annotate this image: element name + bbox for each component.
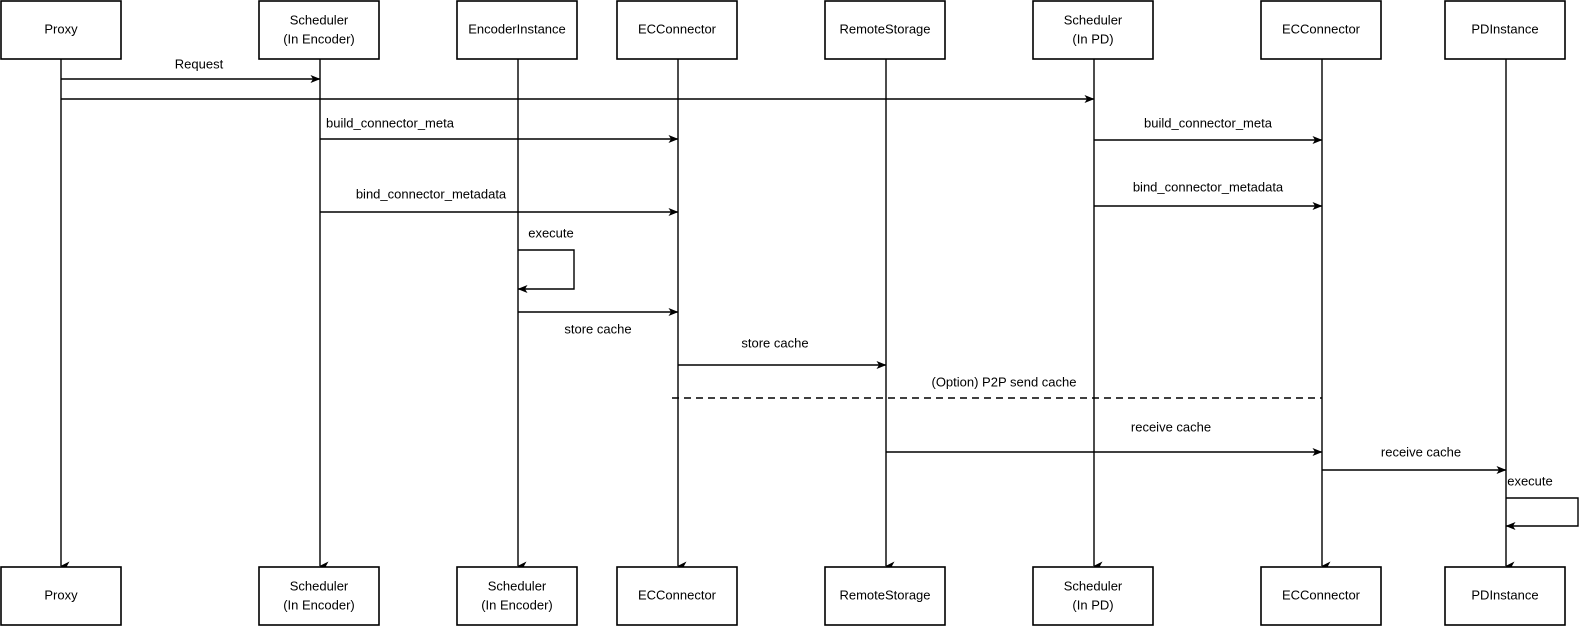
participant-box-top-pd-instance[interactable]: PDInstance [1444,0,1566,60]
participant-label-line1: PDInstance [1471,21,1538,36]
box-rect [456,566,578,626]
participant-box-bottom-proxy[interactable]: Proxy [0,566,122,626]
participant-box-bottom-remote-storage[interactable]: RemoteStorage [824,566,946,626]
participant-label-line2: (In PD) [1072,597,1113,612]
message-label: build_connector_meta [326,115,455,130]
participant-box-top-ec-connector-encoder[interactable]: ECConnector [616,0,738,60]
box-rect [616,0,738,60]
message-request[interactable]: Request [61,56,321,83]
participant-box-bottom-ec-connector-pd[interactable]: ECConnector [1260,566,1382,626]
box-rect [0,566,122,626]
message-store-cache-encoder-to-ec[interactable]: store cache [518,308,679,336]
self-calls-layer: execute execute [517,225,1579,530]
participant-box-bottom-scheduler-in-encoder[interactable]: Scheduler (In Encoder) [258,566,380,626]
self-call-label: execute [1507,473,1553,488]
box-rect [1260,0,1382,60]
message-label: bind_connector_metadata [1133,179,1284,194]
participant-box-bottom-pd-instance[interactable]: PDInstance [1444,566,1566,626]
message-label: Request [175,56,224,71]
participant-label-line1: RemoteStorage [839,21,930,36]
participant-label-line1: ECConnector [1282,587,1361,602]
self-call-label: execute [528,225,574,240]
box-rect [0,0,122,60]
message-build-connector-meta-pd[interactable]: build_connector_meta [1094,115,1323,144]
participant-label-line1: EncoderInstance [468,21,566,36]
participant-box-bottom-ec-connector-encoder[interactable]: ECConnector [616,566,738,626]
box-rect [616,566,738,626]
participant-label-line1: Scheduler [290,578,349,593]
box-rect [824,566,946,626]
message-store-cache-ec-to-remote[interactable]: store cache [678,335,887,369]
participant-label-line1: ECConnector [638,587,717,602]
participant-label-line1: Scheduler [290,12,349,27]
message-build-connector-meta-encoder[interactable]: build_connector_meta [320,115,679,143]
participant-label-line1: ECConnector [1282,21,1361,36]
message-label: store cache [564,321,631,336]
participant-label-line1: Scheduler [488,578,547,593]
participant-box-top-encoder-instance[interactable]: EncoderInstance [456,0,578,60]
box-rect [1032,566,1154,626]
participant-label-line1: Scheduler [1064,12,1123,27]
message-bind-connector-metadata-pd[interactable]: bind_connector_metadata [1094,179,1323,210]
messages-layer: Request build_connector_meta build_connect… [61,56,1507,474]
participant-box-bottom-scheduler-in-pd[interactable]: Scheduler (In PD) [1032,566,1154,626]
self-call-path [517,249,575,293]
box-rect [1444,0,1566,60]
box-rect [1260,566,1382,626]
message-p2p-send-cache[interactable]: (Option) P2P send cache [672,374,1322,399]
self-call-execute-encoder-instance[interactable]: execute [517,225,575,293]
self-call-execute-pd-instance[interactable]: execute [1505,473,1579,530]
participant-box-top-scheduler-in-encoder[interactable]: Scheduler (In Encoder) [258,0,380,60]
participant-label-line1: Proxy [44,587,78,602]
participant-label-line1: ECConnector [638,21,717,36]
message-receive-cache-ec-to-pd[interactable]: receive cache [1322,444,1507,474]
self-call-path [1505,497,1579,530]
message-receive-cache-remote-to-ec[interactable]: receive cache [886,419,1323,456]
message-label: receive cache [1381,444,1461,459]
box-rect [258,0,380,60]
top-participant-boxes: Proxy Scheduler (In Encoder) EncoderInstanc… [0,0,1566,60]
message-label: bind_connector_metadata [356,186,507,201]
box-rect [258,566,380,626]
participant-box-top-remote-storage[interactable]: RemoteStorage [824,0,946,60]
message-label: receive cache [1131,419,1211,434]
participant-label-line2: (In Encoder) [283,31,355,46]
lifelines-layer [60,59,1515,571]
participant-label-line1: RemoteStorage [839,587,930,602]
participant-label-line1: PDInstance [1471,587,1538,602]
participant-label-line1: Proxy [44,21,78,36]
participant-label-line1: Scheduler [1064,578,1123,593]
box-rect [1444,566,1566,626]
participant-label-line2: (In PD) [1072,31,1113,46]
participant-box-top-proxy[interactable]: Proxy [0,0,122,60]
participant-box-bottom-encoder-instance[interactable]: Scheduler (In Encoder) [456,566,578,626]
participant-label-line2: (In Encoder) [283,597,355,612]
box-rect [824,0,946,60]
participant-box-top-ec-connector-pd[interactable]: ECConnector [1260,0,1382,60]
participant-label-line2: (In Encoder) [481,597,553,612]
message-label: build_connector_meta [1144,115,1273,130]
box-rect [1032,0,1154,60]
message-label: store cache [741,335,808,350]
box-rect [456,0,578,60]
participant-box-top-scheduler-in-pd[interactable]: Scheduler (In PD) [1032,0,1154,60]
message-label: (Option) P2P send cache [931,374,1076,389]
message-bind-connector-metadata-encoder[interactable]: bind_connector_metadata [320,186,679,216]
bottom-participant-boxes: Proxy Scheduler (In Encoder) Scheduler (In E… [0,566,1566,626]
